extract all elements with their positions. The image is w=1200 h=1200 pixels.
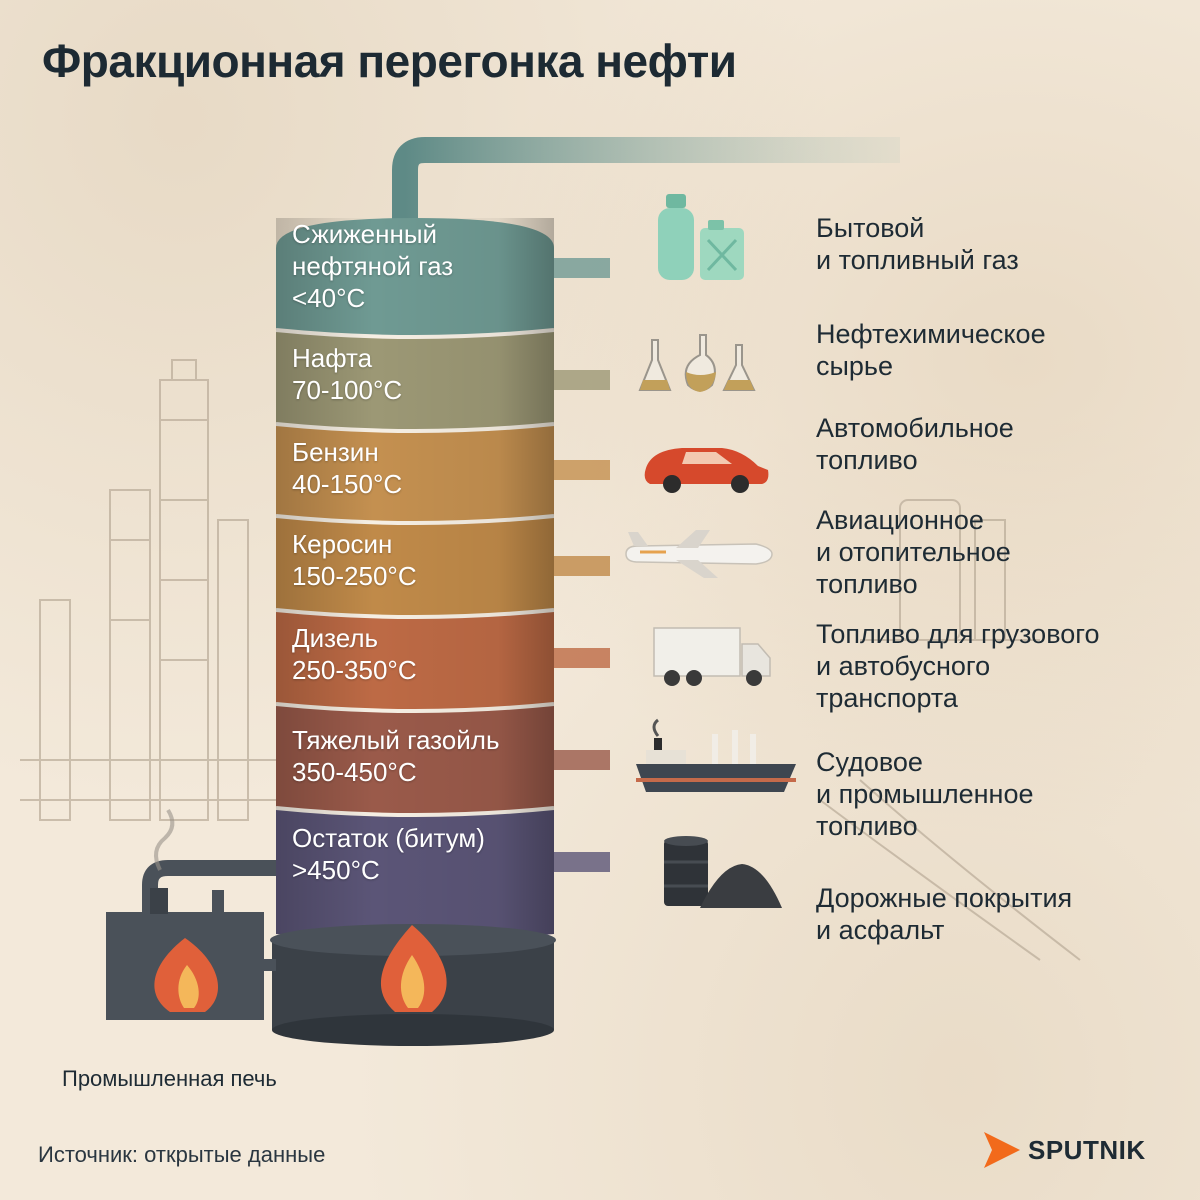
furnace-caption: Промышленная печь: [62, 1066, 277, 1091]
outlet-pipe-naphtha: [540, 370, 610, 390]
sputnik-logo[interactable]: SPUTNIK: [984, 1132, 1146, 1168]
page-title: Фракционная перегонка нефти: [42, 35, 737, 87]
outlet-pipe-lpg: [540, 258, 610, 278]
lab-flasks-icon: [638, 334, 756, 392]
sputnik-arrow-icon: [984, 1132, 1020, 1168]
fraction-label-residue: Остаток (битум)>450°C: [292, 823, 485, 885]
outlet-pipe-kerosene: [540, 556, 610, 576]
furnace: [106, 808, 276, 1020]
barrel-asphalt-icon: [664, 836, 782, 908]
outlet-pipe-diesel: [540, 648, 610, 668]
ship-icon: [636, 718, 796, 792]
brand-name: SPUTNIK: [1028, 1134, 1146, 1165]
top-pipe: [392, 137, 900, 220]
source-note: Источник: открытые данные: [38, 1142, 326, 1167]
car-icon: [644, 448, 769, 493]
outlet-pipes: [540, 258, 610, 872]
truck-icon: [653, 627, 771, 686]
outlet-pipe-residue: [540, 852, 610, 872]
gas-cylinder-canister-icon: [658, 194, 744, 280]
outlet-pipe-gasoil: [540, 750, 610, 770]
airplane-icon: [625, 530, 773, 578]
outlet-pipe-gasoline: [540, 460, 610, 480]
column-base: [270, 924, 556, 1046]
refinery-sketch: [20, 359, 1081, 961]
